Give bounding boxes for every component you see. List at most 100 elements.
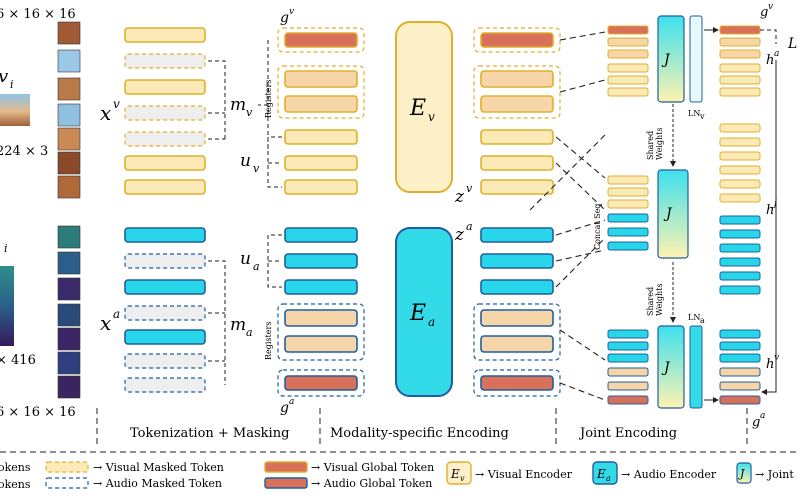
svg-text:Weights: Weights: [655, 284, 664, 316]
svg-text:a: a: [760, 411, 765, 421]
svg-text:z: z: [454, 225, 465, 245]
uv-label: u v: [240, 151, 260, 175]
svg-text:a: a: [466, 220, 473, 233]
svg-text:→ Joint: → Joint: [755, 468, 794, 481]
bottom-dim-label: 6 × 16 × 16: [0, 405, 76, 420]
joint-concat-input: [607, 175, 649, 251]
visual-token-column: [124, 27, 206, 195]
svg-text:E: E: [409, 301, 426, 326]
svg-text:x: x: [100, 311, 111, 335]
output-joint-hj: [719, 123, 761, 295]
ha-label: h a: [766, 49, 779, 68]
shared-weights-top: Shared Weights: [646, 104, 676, 167]
svg-text:z: z: [454, 187, 465, 207]
joint-block-concat: J: [657, 169, 689, 259]
legend: okens okens → Visual Masked Token → Audi…: [0, 461, 794, 491]
visual-registers-out: [473, 65, 561, 119]
svg-text:a: a: [774, 49, 779, 59]
audio-token-column: [124, 227, 206, 393]
svg-text:v: v: [113, 97, 120, 111]
svg-text:g: g: [752, 415, 760, 430]
hv-label: h v: [766, 353, 779, 372]
svg-text:h: h: [766, 53, 774, 68]
ua-label: u a: [240, 249, 260, 273]
svg-text:J: J: [661, 360, 671, 376]
svg-text:m: m: [230, 315, 246, 335]
svg-text:a: a: [606, 474, 611, 483]
audio-input-sub: i: [4, 242, 8, 255]
svg-text:E: E: [450, 467, 460, 481]
visual-registers-in: [277, 65, 365, 119]
audio-global-token-out: [473, 369, 561, 397]
svg-text:Shared: Shared: [646, 131, 655, 160]
zv-label: z v: [454, 182, 473, 207]
top-dim-label: 6 × 16 × 16: [0, 7, 76, 22]
svg-text:u: u: [240, 151, 251, 171]
svg-text:v: v: [699, 112, 705, 121]
audio-registers-in: [277, 303, 365, 361]
input-image: [0, 94, 30, 126]
svg-text:g: g: [760, 5, 768, 20]
svg-text:→ Audio Encoder: → Audio Encoder: [621, 468, 717, 481]
svg-text:Weights: Weights: [655, 128, 664, 160]
svg-text:a: a: [428, 315, 435, 329]
registers-label-visual: Registers: [264, 80, 273, 118]
ga-right-label: g a: [752, 411, 765, 430]
svg-text:v: v: [460, 474, 465, 483]
visual-global-token-out: [473, 27, 561, 53]
svg-text:→ Audio Global Token: → Audio Global Token: [311, 477, 432, 490]
svg-text:v: v: [289, 7, 294, 17]
spec-dim-label: × 416: [0, 353, 36, 368]
xv-label: x v: [100, 97, 120, 125]
audio-registers-out: [473, 303, 561, 361]
za-label: z a: [454, 220, 473, 245]
joint-audio-input: [607, 329, 649, 405]
svg-text:g: g: [280, 400, 289, 416]
ua-tokens: [284, 227, 358, 295]
stage-joint: Joint Encoding: [578, 426, 677, 441]
audio-patches: [57, 225, 81, 399]
svg-text:LN: LN: [688, 313, 700, 322]
svg-text:→ Visual Global Token: → Visual Global Token: [311, 461, 434, 474]
svg-text:v: v: [466, 182, 473, 195]
ln-a-label: LN a: [688, 313, 705, 325]
visual-patches: [57, 21, 81, 199]
ln-v-block: [689, 15, 703, 103]
svg-text:→ Visual Encoder: → Visual Encoder: [475, 468, 573, 481]
output-audio-hv: [719, 329, 761, 405]
svg-text:→ Audio Masked Token: → Audio Masked Token: [93, 477, 222, 490]
za-tokens: [480, 227, 554, 295]
visual-encoder: E v: [395, 21, 453, 193]
ln-a-block: [689, 325, 703, 409]
registers-label-audio: Registers: [264, 322, 273, 360]
audio-encoder: E a: [395, 227, 453, 397]
ln-v-label: LN v: [688, 109, 705, 121]
joint-visual-input: [607, 25, 649, 97]
gv-label-in: g v: [280, 7, 294, 26]
svg-text:v: v: [253, 162, 260, 175]
uv-tokens: [284, 129, 358, 195]
svg-text:→ Visual Masked Token: → Visual Masked Token: [93, 461, 224, 474]
svg-text:m: m: [230, 95, 246, 115]
img-dim-label: 224 × 3: [0, 144, 48, 159]
stage-tokenization: Tokenization + Masking: [130, 426, 289, 441]
loss-label: L: [787, 36, 797, 52]
visual-input-v: x v i: [0, 66, 14, 91]
xa-label: x a: [100, 307, 120, 335]
svg-text:v: v: [0, 66, 8, 87]
stage-dividers: [96, 408, 748, 446]
svg-text:g: g: [280, 10, 289, 26]
svg-text:okens: okens: [0, 478, 31, 491]
svg-text:a: a: [289, 397, 294, 407]
svg-text:v: v: [768, 2, 773, 12]
svg-text:j: j: [772, 199, 777, 209]
audio-global-token-in: [277, 369, 365, 397]
svg-text:v: v: [246, 106, 253, 119]
joint-block-visual: J: [657, 15, 685, 103]
svg-text:E: E: [596, 467, 606, 481]
svg-text:J: J: [738, 467, 745, 480]
mv-label: m v: [230, 95, 253, 119]
svg-text:a: a: [246, 326, 253, 339]
svg-text:okens: okens: [0, 461, 31, 474]
svg-text:i: i: [10, 78, 14, 91]
